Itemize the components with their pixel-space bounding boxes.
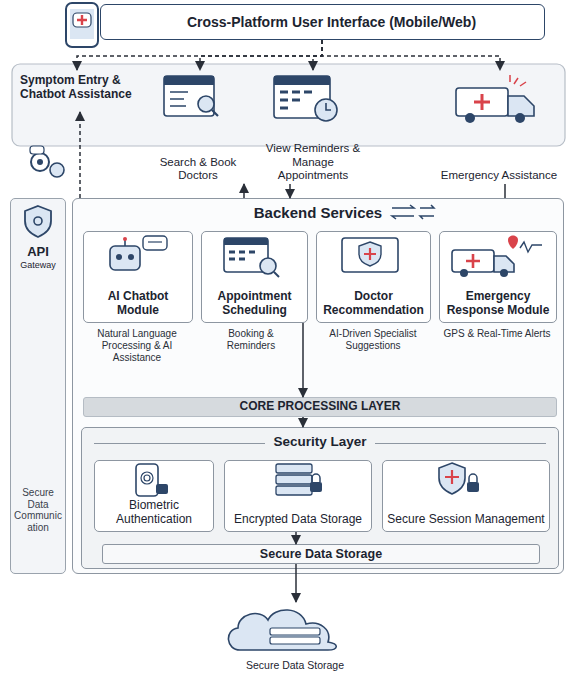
node-text: Security Layer — [265, 434, 374, 450]
feature-item: Search & Book Doctors — [148, 70, 248, 184]
connector-arrow — [200, 40, 322, 70]
emergency-module-icon — [452, 236, 542, 278]
book-doctor-icon — [164, 76, 218, 116]
node-text: Backend Services — [254, 204, 382, 221]
connector-arrow — [504, 184, 506, 198]
feature-band-outline — [12, 64, 565, 146]
connector-arrow — [302, 417, 304, 427]
node-text: Doctor Recommendation — [321, 290, 426, 318]
node-text: Biometric Authentication — [99, 499, 209, 527]
biometric-icon — [136, 464, 168, 496]
module-caption: AI-Driven Specialist Suggestions — [316, 328, 430, 352]
connector-arrow — [77, 40, 322, 70]
phone-icon — [66, 3, 98, 47]
module-box: Appointment Scheduling — [201, 231, 308, 323]
connector-arrow — [243, 184, 245, 198]
connector-arrow — [322, 40, 500, 70]
title-rule — [94, 443, 546, 444]
node-text: CORE PROCESSING LAYER — [240, 400, 401, 414]
module-box: AI Chatbot Module — [83, 231, 193, 323]
feature-item: View Reminders & Manage Appointments — [256, 70, 370, 184]
connector-arrow — [313, 40, 322, 70]
scheduling-icon — [224, 238, 279, 277]
encrypted-storage-icon — [276, 464, 322, 495]
node-text: Secure Data Storage — [260, 547, 382, 561]
module-caption: Booking & Reminders — [204, 328, 298, 352]
feature-item: Emergency Assistance — [440, 70, 558, 184]
api-shield-icon — [25, 206, 51, 237]
node-text: View Reminders & Manage Appointments — [256, 142, 370, 182]
node-text: AI Chatbot Module — [88, 290, 188, 318]
session-shield-icon — [439, 463, 479, 494]
gear-chat-icon — [30, 146, 64, 177]
cloud-storage-icon — [228, 610, 336, 650]
backend-box: Backend Services AI Chatbot Module Appoint… — [72, 198, 564, 574]
node-text: Emergency Assistance — [441, 169, 557, 182]
ambulance-icon — [456, 75, 534, 123]
feature-item: Symptom Entry & Chatbot Assistance — [18, 70, 136, 112]
ui-box: Cross-Platform User Interface (Mobile/We… — [100, 4, 545, 40]
node-text: Emergency Response Module — [444, 290, 552, 318]
security-box: Biometric Authentication — [94, 460, 214, 532]
cloud-storage: Secure Data Storage — [215, 602, 375, 672]
security-box: Encrypted Data Storage — [224, 460, 372, 532]
node-text: Cross-Platform User Interface (Mobile/We… — [187, 14, 476, 30]
node-text: API — [27, 245, 49, 260]
node-text: Encrypted Data Storage — [234, 513, 362, 527]
security-box: Secure Session Management — [382, 460, 550, 532]
module-caption: Natural Language Processing & AI Assista… — [80, 328, 194, 364]
core-layer-band: CORE PROCESSING LAYER — [83, 397, 557, 417]
node-text: Symptom Entry & Chatbot Assistance — [20, 74, 134, 102]
reminder-calendar-icon — [274, 76, 337, 121]
node-text: Appointment Scheduling — [206, 290, 303, 318]
node-text: Secure Data Communication — [13, 487, 63, 533]
recommendation-icon — [342, 238, 398, 272]
node-text: Search & Book Doctors — [148, 156, 248, 182]
module-box: Emergency Response Module — [439, 231, 557, 323]
module-caption: GPS & Real-Time Alerts — [440, 328, 554, 340]
security-layer-box: Security LayerBiometric AuthenticationEn… — [81, 427, 559, 569]
robot-icon — [110, 236, 167, 270]
connector-arrow — [295, 564, 297, 602]
storage-band: Secure Data Storage — [102, 544, 540, 564]
sync-arrows-icon — [392, 205, 434, 219]
connector-arrow — [302, 323, 304, 397]
connector-arrow — [79, 112, 81, 198]
node-text: Gateway — [20, 260, 56, 270]
node-text: Secure Session Management — [387, 513, 544, 527]
api-gateway-box: APIGatewaySecure Data Communication — [10, 198, 66, 574]
module-box: Doctor Recommendation — [316, 231, 431, 323]
connector-arrow — [289, 184, 291, 198]
connector-arrow — [295, 532, 297, 544]
node-text: Secure Data Storage — [246, 659, 344, 671]
